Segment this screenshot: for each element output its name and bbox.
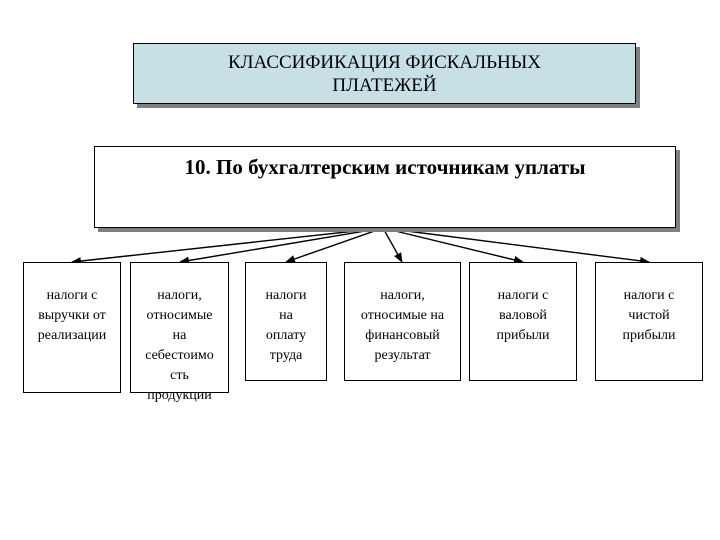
leaf-box-gross-profit-taxes: налоги с валовой прибыли [469, 262, 577, 381]
leaf-label: налоги с выручки от реализации [37, 288, 107, 343]
arrow-to-net-profit [382, 227, 650, 265]
classification-title: КЛАССИФИКАЦИЯ ФИСКАЛЬНЫХ ПЛАТЕЖЕЙ [228, 51, 541, 96]
leaf-box-net-profit-taxes: налоги с чистой прибыли [595, 262, 703, 381]
leaf-label: налоги с чистой прибыли [622, 288, 676, 343]
arrow-to-revenue [71, 227, 384, 265]
classification-title-box: КЛАССИФИКАЦИЯ ФИСКАЛЬНЫХ ПЛАТЕЖЕЙ [133, 43, 636, 104]
criterion-label: 10. По бухгалтерским источникам уплаты [184, 155, 586, 179]
leaf-box-financial-result-taxes: налоги, относимые на финансовый результа… [344, 262, 461, 381]
arrow-to-gross-profit [382, 227, 524, 264]
leaf-label: налоги, относимые на себестоимо сть прод… [145, 288, 214, 403]
criterion-box: 10. По бухгалтерским источникам уплаты [94, 146, 676, 228]
arrow-to-cost [179, 227, 384, 265]
leaf-box-payroll-taxes: налоги на оплату труда [245, 262, 327, 381]
leaf-label: налоги на оплату труда [265, 288, 307, 363]
arrow-to-payroll [285, 227, 384, 263]
leaf-label: налоги, относимые на финансовый результа… [360, 288, 445, 363]
leaf-box-revenue-taxes: налоги с выручки от реализации [23, 262, 121, 393]
leaf-box-cost-taxes: налоги, относимые на себестоимо сть прод… [130, 262, 229, 403]
arrow-to-financial-result [382, 227, 403, 263]
leaf-label: налоги с валовой прибыли [496, 288, 550, 343]
